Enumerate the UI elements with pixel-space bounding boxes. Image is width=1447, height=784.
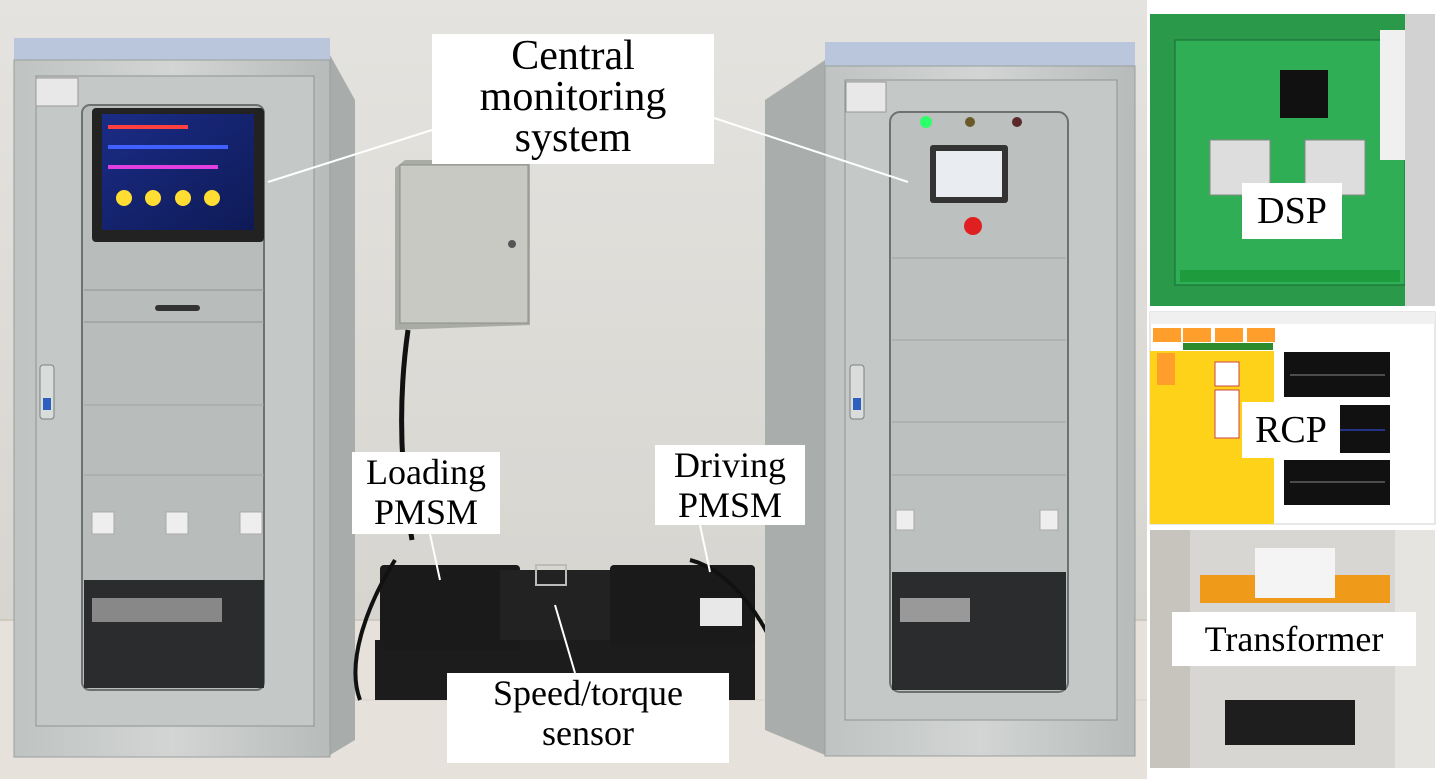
central-label-line-1: Central (511, 33, 635, 79)
dsp-label: DSP (1242, 183, 1342, 239)
central-monitoring-system-label: Central monitoring system (432, 34, 714, 164)
speed-label-line-1: Speed/torque (493, 673, 683, 713)
left-control-cabinet (13, 38, 355, 758)
rcp-label: RCP (1242, 402, 1340, 458)
central-label-line-2: monitoring (479, 74, 667, 120)
right-control-cabinet (765, 42, 1136, 757)
driving-label-line-2: PMSM (677, 485, 783, 525)
speed-torque-sensor-label: Speed/torque sensor (447, 673, 729, 763)
dsp-board-photo (1150, 14, 1435, 306)
driving-label-line-1: Driving (674, 445, 786, 485)
loading-pmsm-label: Loading PMSM (352, 452, 500, 534)
central-label-line-3: system (514, 115, 632, 161)
loading-label-line-2: PMSM (373, 492, 479, 532)
motor-bench (353, 558, 792, 701)
speed-label-line-2: sensor (542, 713, 634, 753)
callout-lines (267, 117, 909, 674)
monitor-dials (116, 190, 220, 206)
wall-junction-box (395, 160, 530, 541)
loading-label-line-1: Loading (366, 452, 486, 492)
driving-pmsm-label: Driving PMSM (655, 445, 805, 525)
transformer-label: Transformer (1172, 612, 1416, 666)
